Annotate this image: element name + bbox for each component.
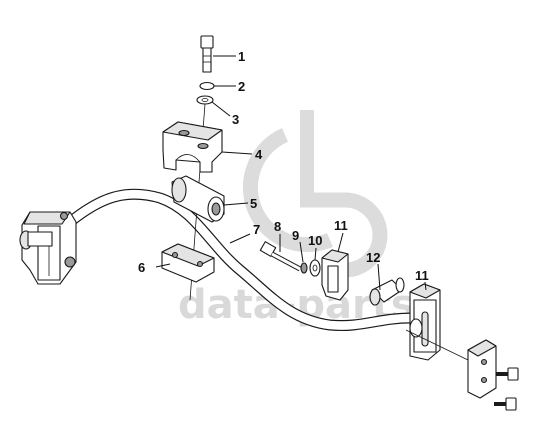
long-bolt (259, 241, 302, 272)
mounting-plate (161, 243, 215, 283)
leader-lines (155, 55, 427, 291)
clamp-bracket (162, 121, 223, 173)
callout-9: 9 (292, 228, 299, 243)
callout-7: 7 (253, 222, 260, 237)
end-bushing (369, 277, 405, 306)
end-link-bracket-upper (321, 249, 349, 301)
callout-10: 10 (308, 233, 322, 248)
bolt (200, 35, 214, 73)
nut (309, 259, 321, 277)
assembly-line (405, 329, 469, 361)
stabilizer-bar (64, 188, 416, 332)
small-bolt-lower (494, 397, 517, 411)
callout-8: 8 (274, 219, 281, 234)
callout-11-lower: 11 (415, 268, 429, 283)
callout-3: 3 (232, 112, 239, 127)
callout-12: 12 (366, 250, 380, 265)
callout-2: 2 (238, 79, 245, 94)
frame-mount-plate (467, 339, 497, 399)
spring-washer (300, 262, 308, 274)
callout-1: 1 (238, 49, 245, 64)
watermark-logo (242, 110, 388, 278)
callout-11-upper: 11 (334, 218, 348, 233)
callout-6: 6 (138, 260, 145, 275)
callout-4: 4 (255, 147, 263, 162)
flat-washer (196, 95, 214, 105)
rubber-bushing (171, 175, 225, 223)
end-link-bracket-lower (409, 283, 441, 361)
left-end-clamp (19, 211, 77, 285)
callout-5: 5 (250, 196, 257, 211)
lock-washer (199, 81, 215, 91)
